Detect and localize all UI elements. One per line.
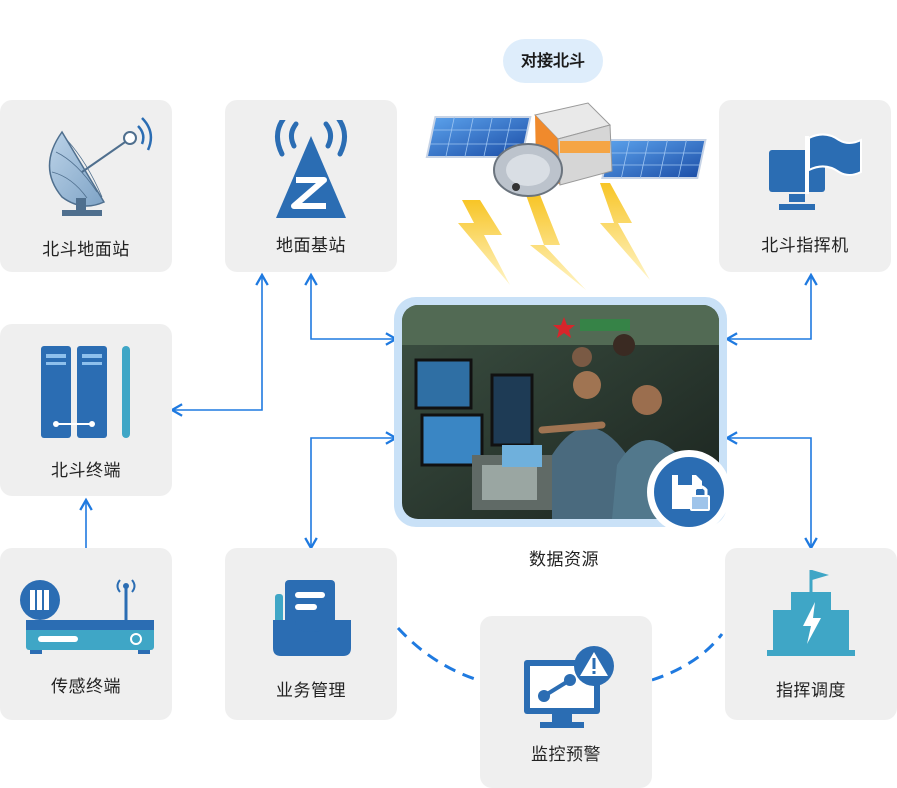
monitor-flag-icon [769,133,862,210]
arrow-center-business [304,431,399,551]
monitoring-warning-card: 监控预警 [480,616,652,788]
terminal-card: 北斗终端 [0,324,172,496]
ground-station-card: 北斗地面站 [0,100,172,272]
business-management-label: 业务管理 [276,681,346,701]
sensor-terminal-label: 传感终端 [51,677,121,697]
building-flag-icon [767,570,855,656]
arrow-base-terminal [169,272,269,417]
dashed-arc-left [396,626,479,682]
command-unit-card: 北斗指挥机 [719,100,891,272]
satellite-icon [425,102,707,290]
dashed-arc-right [651,633,724,682]
ground-station-label: 北斗地面站 [42,240,130,260]
command-unit-label: 北斗指挥机 [761,236,849,256]
document-tray-icon [273,580,351,656]
satellite-dish-icon [48,117,153,216]
command-room-photo [402,305,719,519]
business-management-card: 业务管理 [225,548,397,720]
signal-tower-icon [275,120,347,218]
monitor-alert-icon [524,646,614,728]
monitoring-warning-label: 监控预警 [531,745,601,765]
command-dispatch-label: 指挥调度 [776,681,846,701]
arrow-center-dispatch [724,431,818,551]
base-station-label: 地面基站 [276,236,346,256]
data-resource-image [394,297,731,534]
router-device-icon [20,579,154,654]
server-rack-icon [41,346,130,438]
sensor-terminal-card: 传感终端 [0,548,172,720]
data-lock-icon [647,450,731,534]
arrow-center-command [724,272,818,346]
base-station-card: 地面基站 [225,100,397,272]
terminal-label: 北斗终端 [51,461,121,481]
satellite-label: 对接北斗 [503,39,603,83]
command-dispatch-card: 指挥调度 [725,548,897,720]
data-resource-label: 数据资源 [529,550,599,570]
arrow-base-center [304,272,399,346]
